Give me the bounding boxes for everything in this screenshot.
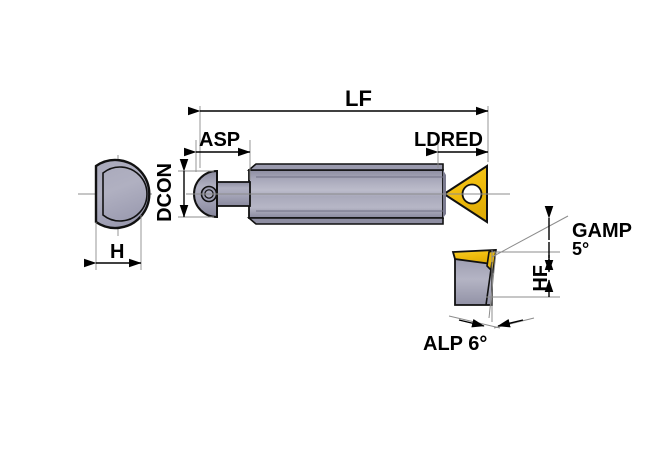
end-view-outer-profile (94, 158, 151, 230)
label-asp: ASP (199, 129, 241, 151)
alp-arrow-left (458, 319, 485, 328)
shank-bottom-chamfer (246, 217, 444, 225)
detail-cutting-edge (485, 261, 493, 306)
end-view-group (78, 155, 152, 270)
label-lf: LF (345, 86, 372, 111)
gamp-angle-leg (491, 215, 569, 258)
side-view-group (186, 163, 510, 225)
label-gamp-value: 5° (572, 239, 590, 259)
label-dcon: DCON (154, 163, 176, 222)
label-ldred: LDRED (414, 129, 483, 151)
dcon-dimension-group (178, 159, 214, 218)
label-hf: HF (530, 265, 552, 292)
ldred-dimension-group (426, 140, 489, 168)
asp-dimension-group (184, 140, 251, 180)
label-h: H (110, 241, 125, 263)
alp-dimension-group (448, 315, 535, 329)
alp-arrow-right (497, 319, 524, 328)
detail-view-group (451, 248, 560, 322)
shank-top-chamfer (246, 163, 444, 171)
label-alp: ALP 6° (423, 333, 488, 355)
label-gamp: GAMP (572, 220, 632, 242)
alp-angle-leg-right (493, 317, 535, 329)
end-view-inner-profile (102, 166, 148, 222)
